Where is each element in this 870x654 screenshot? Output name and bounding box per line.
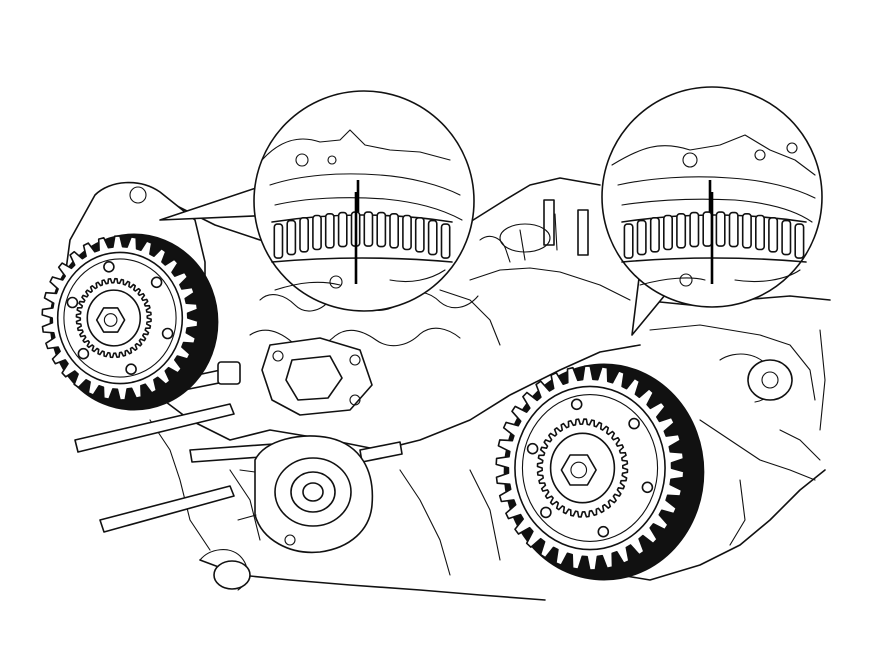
- center-bolt-washer: [103, 313, 118, 327]
- belt-tooth: [662, 214, 673, 251]
- belt-tooth: [376, 211, 387, 248]
- left-camshaft-timing-pulley: [41, 181, 219, 411]
- belt-tooth: [728, 211, 739, 248]
- belt-tooth: [312, 214, 322, 251]
- belt-band-bottom: [271, 257, 453, 263]
- belt-tooth: [741, 213, 752, 249]
- belt-tooth: [636, 219, 647, 256]
- pulley-hub-inner-ring: [521, 394, 659, 542]
- belt-tooth: [649, 217, 660, 253]
- belt-tooth: [754, 214, 765, 251]
- belt-band-top: [621, 214, 807, 223]
- belt-tooth: [794, 223, 805, 259]
- belt-tooth: [402, 214, 412, 251]
- belt-tooth: [440, 223, 451, 259]
- belt-tooth: [363, 211, 374, 247]
- belt-band-bottom: [621, 257, 807, 263]
- hub-bolt: [597, 525, 610, 538]
- hub-bolt: [540, 506, 552, 519]
- belt-tooth: [768, 217, 779, 253]
- hub-bolt: [103, 260, 115, 273]
- belt-tooth: [389, 213, 399, 249]
- hub-bolt: [641, 481, 654, 494]
- hub-bolt: [161, 327, 174, 340]
- pulley-hub-inner-ring: [63, 258, 177, 378]
- right-magnifier-detail: [611, 134, 816, 287]
- hub-bolt: [150, 276, 163, 289]
- belt-band-top: [271, 214, 453, 223]
- belt-tooth: [324, 213, 335, 249]
- hub-bolt: [77, 347, 90, 360]
- belt-tooth: [273, 223, 284, 259]
- right-camshaft-timing-pulley: [495, 363, 705, 581]
- belt-tooth: [427, 219, 438, 256]
- belt-tooth: [781, 219, 792, 256]
- belt-tooth: [689, 211, 700, 248]
- belt-tooth: [715, 211, 726, 247]
- left-timing-mark-magnifier: [159, 90, 475, 312]
- belt-tooth: [337, 211, 348, 248]
- belt-tooth: [702, 211, 713, 247]
- hub-bolt: [570, 398, 583, 411]
- center-bolt-washer: [570, 461, 588, 479]
- engine-block-outline: [94, 177, 831, 601]
- center-hex-bolt: [95, 307, 126, 333]
- hub-bolt: [526, 442, 539, 455]
- left-magnifier-detail: [261, 129, 463, 291]
- belt-tooth: [299, 217, 309, 253]
- belt-tooth: [286, 219, 297, 256]
- hub-bolt: [125, 363, 137, 376]
- water-pump: [237, 435, 374, 554]
- hub-bolt: [628, 417, 640, 430]
- right-timing-mark-magnifier: [601, 86, 823, 336]
- belt-tooth: [676, 213, 687, 249]
- hub-bolt: [66, 296, 79, 309]
- center-hex-bolt: [560, 454, 597, 486]
- belt-tooth: [623, 223, 634, 259]
- belt-tooth: [414, 217, 425, 253]
